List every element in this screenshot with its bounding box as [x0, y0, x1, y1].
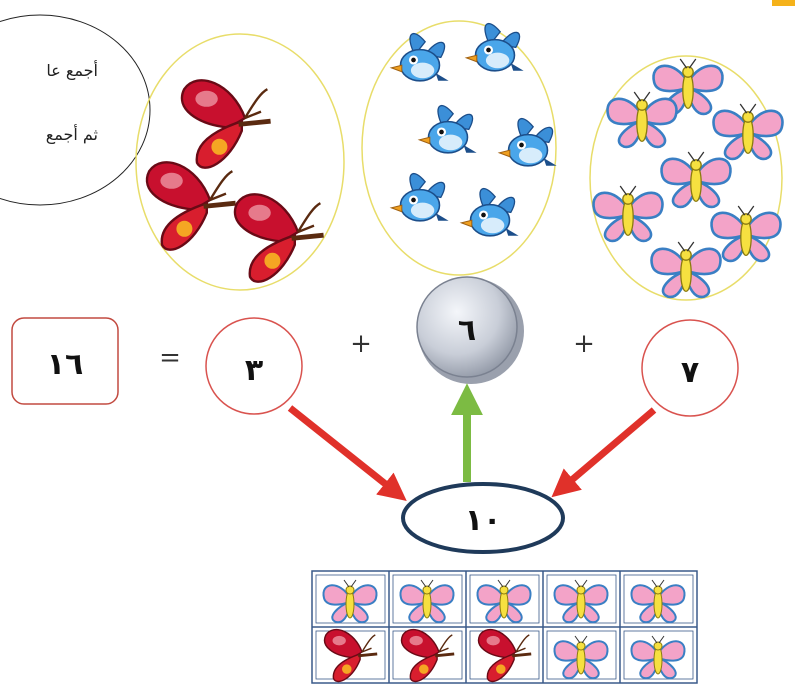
bird-icon — [418, 104, 478, 154]
bird-icon — [460, 187, 520, 237]
corner-mark — [772, 0, 795, 6]
plus-sign: + — [573, 329, 595, 359]
speech-bubble — [0, 14, 151, 206]
speech-line-2: ثم أجمع — [46, 124, 98, 145]
pink-butterflies-group — [589, 55, 783, 301]
birds-count: ٦ — [458, 313, 476, 348]
birds-group — [361, 20, 557, 276]
red-butterflies-count: ٣ — [245, 353, 263, 388]
bird-icon — [390, 32, 450, 82]
arrow-red-right — [551, 407, 657, 498]
plus-sign: + — [350, 329, 372, 359]
pink-butterfly-icon — [660, 150, 732, 209]
result-box — [11, 317, 119, 405]
ten-group-value: ١٠ — [465, 503, 502, 538]
red-butterfly-icon — [235, 194, 324, 281]
bird-icon — [498, 117, 558, 167]
red-butterflies-group — [135, 33, 345, 291]
pink-butterfly-icon — [606, 90, 678, 149]
red-butterfly-icon — [182, 80, 271, 167]
pink-butterfly-icon — [710, 204, 782, 263]
pink-butterfly-icon — [712, 102, 784, 161]
arrow-red-left — [287, 405, 407, 501]
bird-icon — [465, 22, 525, 72]
result-value: ١٦ — [47, 347, 84, 382]
coin-face — [416, 276, 518, 378]
red-butterfly-icon — [147, 162, 236, 249]
pink-butterflies-count-circle — [641, 319, 739, 417]
pink-butterfly-icon — [650, 240, 722, 299]
bird-icon — [390, 172, 450, 222]
equals-sign: = — [159, 343, 181, 373]
pink-butterflies-count: ٧ — [681, 355, 699, 390]
red-butterflies-count-circle — [205, 317, 303, 415]
pink-butterfly-icon — [592, 184, 664, 243]
ten-group-oval — [401, 482, 565, 554]
speech-line-1: أجمع عا — [46, 60, 98, 81]
